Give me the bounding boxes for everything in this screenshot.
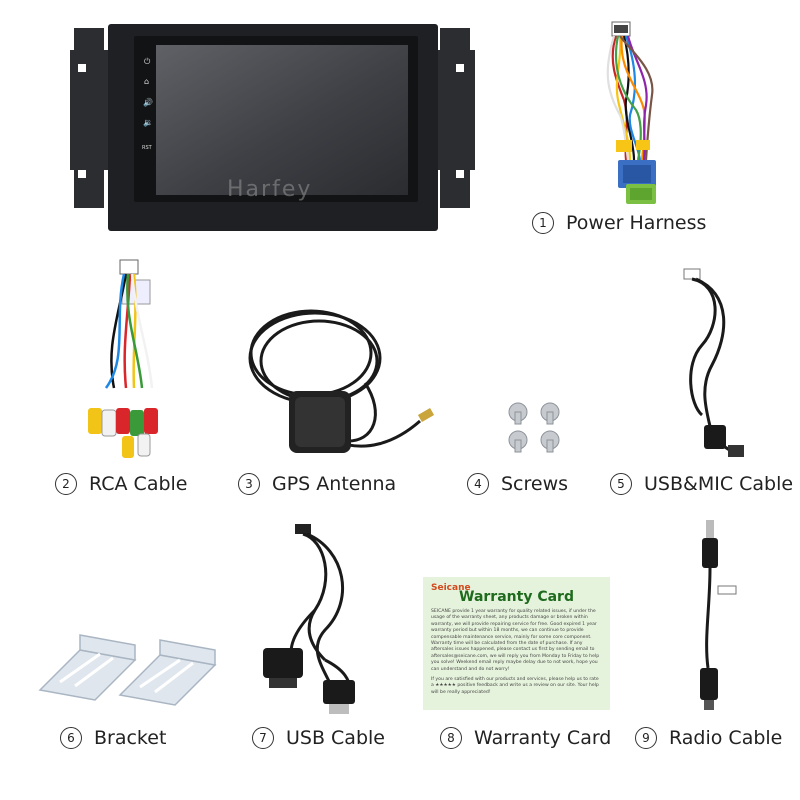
rst-label: RST xyxy=(142,145,152,151)
warranty-body-2: If you are satisfied with our products a… xyxy=(431,677,599,695)
gps-antenna-image xyxy=(245,303,445,463)
item-number: 1 xyxy=(532,212,554,234)
usb-cable-image xyxy=(255,520,385,715)
screws-image xyxy=(500,400,570,460)
item-number: 2 xyxy=(55,473,77,495)
item-number: 5 xyxy=(610,473,632,495)
caption-rca-cable: 2 RCA Cable xyxy=(55,473,188,495)
radio-cable-image xyxy=(680,518,740,713)
caption-radio-cable: 9 Radio Cable xyxy=(635,727,782,749)
side-button-power[interactable]: ⏻ xyxy=(144,57,151,66)
caption-label: Bracket xyxy=(94,727,167,749)
side-button-volume-down[interactable]: 🔉 xyxy=(143,118,153,127)
warranty-brand: Seicane xyxy=(431,583,471,593)
caption-power-harness: 1 Power Harness xyxy=(532,212,706,234)
side-button-volume-up[interactable]: 🔊 xyxy=(143,98,153,107)
caption-label: Screws xyxy=(501,473,569,495)
caption-label: Power Harness xyxy=(566,212,707,234)
caption-label: Warranty Card xyxy=(474,727,612,749)
warranty-title: Warranty Card xyxy=(459,589,574,605)
item-number: 3 xyxy=(238,473,260,495)
caption-bracket: 6 Bracket xyxy=(60,727,166,749)
usb-mic-cable-image xyxy=(672,265,762,465)
caption-label: RCA Cable xyxy=(89,473,188,495)
item-number: 8 xyxy=(440,727,462,749)
item-number: 6 xyxy=(60,727,82,749)
bracket-image xyxy=(35,620,225,715)
caption-label: Radio Cable xyxy=(669,727,783,749)
caption-label: USB&MIC Cable xyxy=(644,473,794,495)
warranty-body-1: SEICANE provide 1 year warranty for qual… xyxy=(431,609,600,672)
watermark: Harfey xyxy=(227,177,313,202)
caption-screws: 4 Screws xyxy=(467,473,568,495)
item-number: 4 xyxy=(467,473,489,495)
caption-usb-mic-cable: 5 USB&MIC Cable xyxy=(610,473,793,495)
head-unit-image: ⏻ ⌂ 🔊 🔉 RST Harfey xyxy=(70,20,475,235)
power-harness-image xyxy=(590,20,680,210)
caption-usb-cable: 7 USB Cable xyxy=(252,727,385,749)
item-number: 9 xyxy=(635,727,657,749)
side-button-home[interactable]: ⌂ xyxy=(144,77,150,86)
caption-label: GPS Antenna xyxy=(272,473,397,495)
item-number: 7 xyxy=(252,727,274,749)
caption-gps-antenna: 3 GPS Antenna xyxy=(238,473,396,495)
rca-cable-image xyxy=(78,258,168,468)
caption-warranty-card: 8 Warranty Card xyxy=(440,727,611,749)
caption-label: USB Cable xyxy=(286,727,385,749)
warranty-card: Seicane Warranty Card SEICANE provide 1 … xyxy=(423,577,610,710)
